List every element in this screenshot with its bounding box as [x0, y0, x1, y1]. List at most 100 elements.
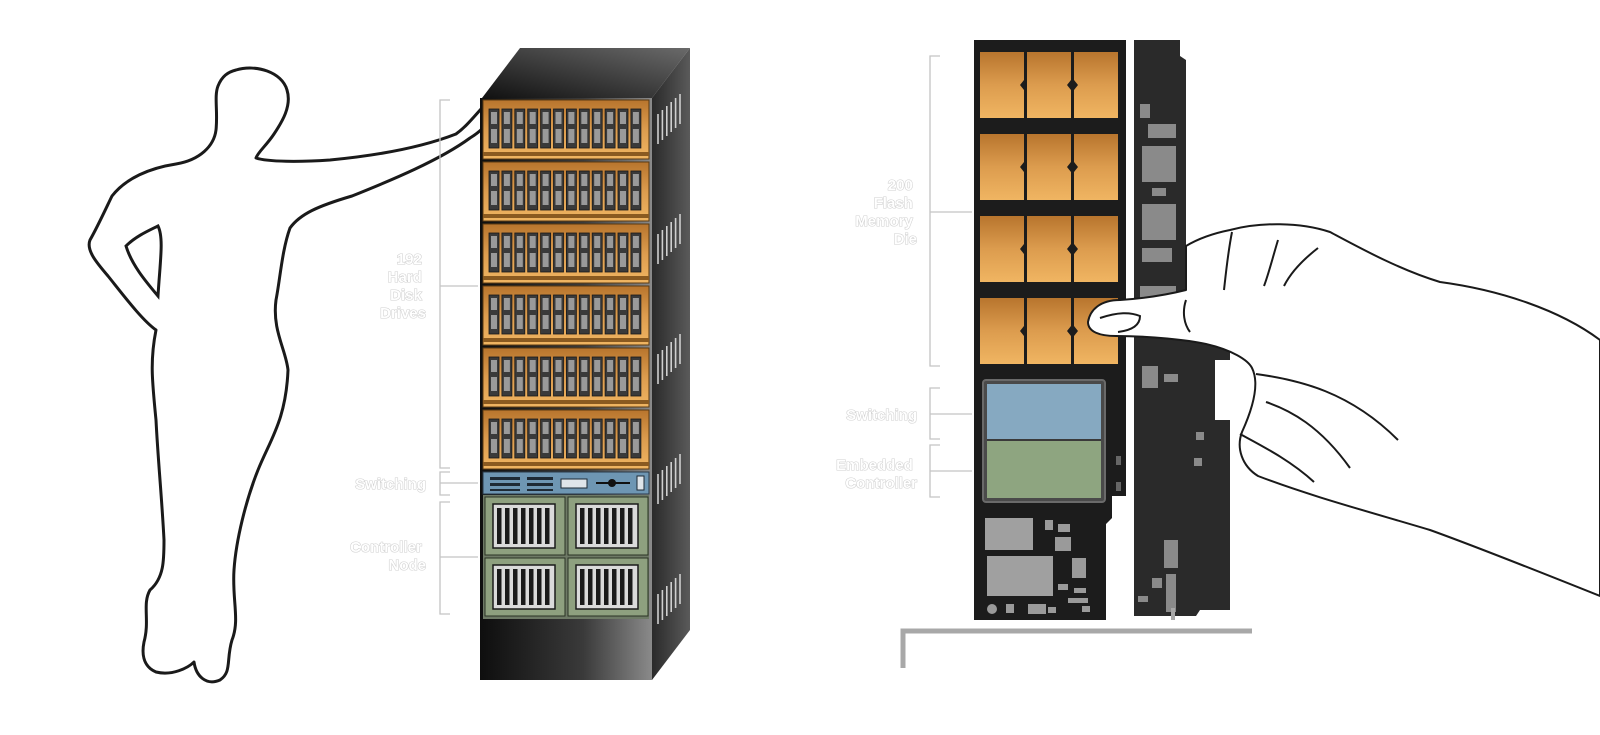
hard-disk-drive — [630, 418, 642, 459]
hard-disk-drive — [566, 294, 577, 335]
storage-rack — [480, 48, 690, 680]
hard-disk-drive — [566, 170, 577, 211]
hard-disk-drive — [604, 232, 616, 273]
hard-disk-drive — [591, 356, 603, 397]
hard-disk-drive — [527, 108, 539, 149]
flash-die — [1074, 216, 1118, 282]
hdd-shelf — [482, 285, 650, 346]
flash-die — [1027, 52, 1071, 118]
right-brackets — [929, 55, 972, 498]
hard-disk-drive — [566, 232, 577, 273]
flash-die — [1027, 298, 1071, 364]
hard-disk-drive — [540, 232, 551, 273]
hard-disk-drive — [578, 418, 590, 459]
hard-disk-drive — [578, 170, 590, 211]
flash-die — [1027, 216, 1071, 282]
hard-disk-drive — [630, 356, 642, 397]
pci-bracket — [900, 628, 1252, 668]
hard-disk-drive — [604, 170, 616, 211]
embedded-controller-label: Embedded Controller — [836, 457, 917, 492]
hard-disk-drive — [617, 294, 629, 335]
flash-memory-dies — [980, 52, 1118, 364]
controller-module — [484, 496, 566, 556]
flash-die — [980, 134, 1024, 200]
hard-disk-drive — [527, 232, 539, 273]
ssd-small-components — [985, 518, 1090, 614]
embedded-chip — [982, 379, 1121, 503]
hard-disk-drive — [591, 418, 603, 459]
hard-disk-drive — [617, 356, 629, 397]
hard-disk-drive — [540, 356, 551, 397]
hard-disk-drive — [514, 418, 526, 459]
flash-die — [980, 216, 1024, 282]
controller-module — [567, 557, 649, 617]
hard-disk-drive — [527, 170, 539, 211]
hard-disk-drive — [527, 356, 539, 397]
hdd-shelf — [482, 161, 650, 222]
hard-disk-drive — [630, 170, 642, 211]
ssd-card — [900, 40, 1252, 668]
hard-disk-drive — [514, 232, 526, 273]
hard-disk-drive — [527, 294, 539, 335]
hard-disk-drive — [553, 170, 564, 211]
left-brackets — [439, 99, 478, 615]
hard-disk-drive — [501, 294, 513, 335]
hard-disk-drive — [578, 294, 590, 335]
hard-disk-drive — [604, 294, 616, 335]
flash-memory-label: 200 Flash Memory Die — [855, 177, 917, 248]
hard-disk-drive — [566, 356, 577, 397]
controller-module — [567, 496, 649, 556]
hard-disk-drive — [488, 108, 500, 149]
hard-disk-drive — [566, 418, 577, 459]
hard-disk-drive — [617, 108, 629, 149]
hard-disk-drive — [501, 418, 513, 459]
hard-disk-drive — [488, 294, 500, 335]
flash-die — [1027, 134, 1071, 200]
hard-disk-drive — [630, 232, 642, 273]
hard-disk-drive — [566, 108, 577, 149]
switching-label-right: Switching — [846, 407, 917, 424]
hdd-shelf — [482, 99, 650, 160]
rack-side-vents — [657, 94, 681, 624]
hand-drawing — [1087, 223, 1600, 597]
hard-disk-drive — [591, 170, 603, 211]
hard-disk-drive — [488, 418, 500, 459]
hard-disk-drive — [540, 170, 551, 211]
hard-disk-drive — [630, 294, 642, 335]
controller-module — [484, 557, 566, 617]
hard-disk-drive — [553, 232, 564, 273]
hdd-shelf — [482, 409, 650, 470]
hard-disk-drive — [553, 418, 564, 459]
hard-disk-drive — [578, 232, 590, 273]
hard-disk-drive — [604, 356, 616, 397]
hard-disk-drive — [591, 232, 603, 273]
hard-disk-drive — [604, 418, 616, 459]
flash-die — [1074, 134, 1118, 200]
hard-disk-drive — [488, 356, 500, 397]
hard-disk-drive — [501, 108, 513, 149]
back-board-components — [1138, 104, 1204, 620]
hdd-shelf — [482, 347, 650, 408]
switching-label-left: Switching — [355, 476, 426, 493]
rack-switch — [482, 471, 650, 495]
hard-disk-drive — [578, 356, 590, 397]
hard-disk-drive — [617, 418, 629, 459]
hard-disk-drive — [501, 356, 513, 397]
hdd-label: 192 Hard Disk Drives — [380, 251, 426, 322]
person-silhouette — [87, 66, 504, 684]
hdd-shelves — [482, 99, 650, 470]
hard-disk-drive — [540, 294, 551, 335]
flash-die — [980, 52, 1024, 118]
hard-disk-drive — [540, 418, 551, 459]
hard-disk-drive — [617, 170, 629, 211]
hard-disk-drive — [553, 294, 564, 335]
hard-disk-drive — [591, 108, 603, 149]
hard-disk-drive — [514, 356, 526, 397]
controller-node-label: Controller Node — [350, 539, 426, 574]
hard-disk-drive — [604, 108, 616, 149]
hard-disk-drive — [540, 108, 551, 149]
hard-disk-drive — [488, 170, 500, 211]
hard-disk-drive — [501, 170, 513, 211]
hard-disk-drive — [591, 294, 603, 335]
